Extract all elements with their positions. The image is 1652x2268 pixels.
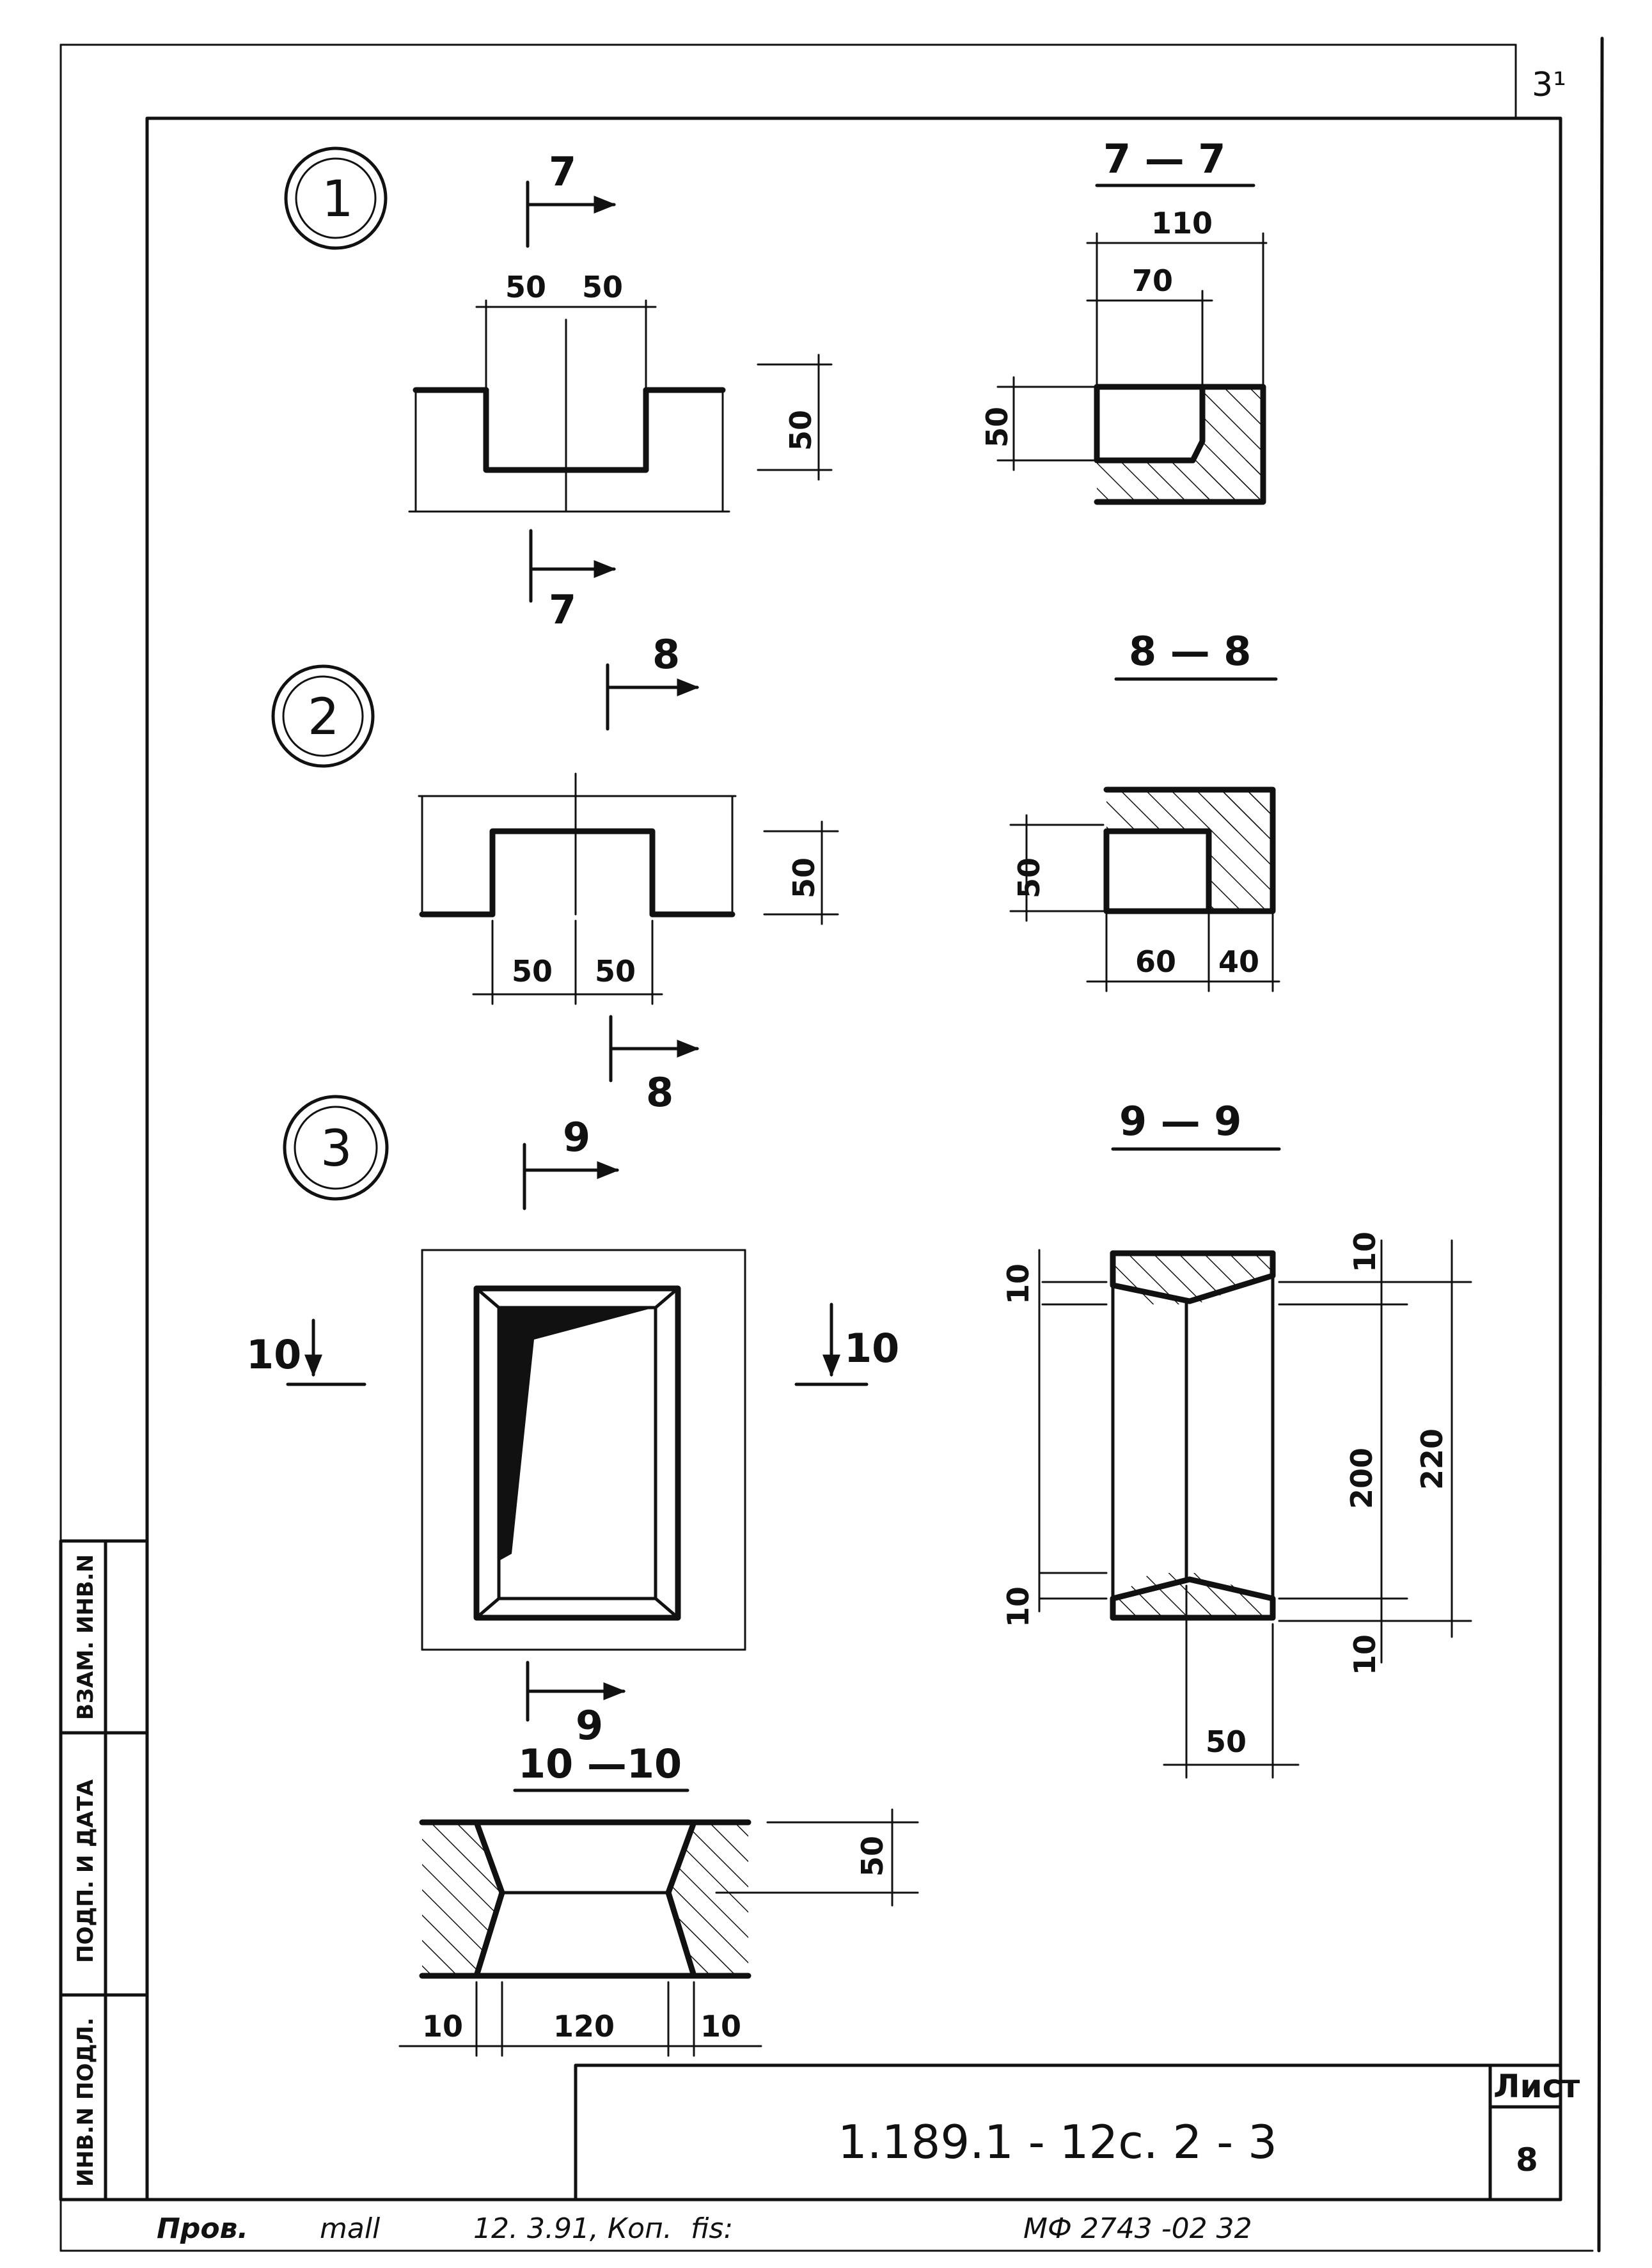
section-7-7-title: 7 — 7 (1103, 136, 1225, 182)
s77-dim-110: 110 (1151, 206, 1213, 240)
side-stamp: ИНВ.N ПОДЛ. ПОДП. И ДАТА ВЗАМ. ИНВ.N (59, 1539, 149, 2202)
title-block: 1.189.1 - 12с. 2 - 3 Лист 8 (574, 2063, 1580, 2202)
cut-8-top: 8 (652, 631, 680, 678)
section-10-10: 10 —10 50 10 120 10 (398, 1740, 919, 2057)
s99-dim-10b: 10 (1001, 1586, 1035, 1627)
section-9-9: 9 — 9 10 10 10 200 220 10 50 (1001, 1098, 1472, 1779)
designation: 1.189.1 - 12с. 2 - 3 (838, 2115, 1277, 2169)
footer-prov: Пров. (157, 2212, 248, 2245)
cut-7-top: 7 (549, 148, 576, 195)
stamp-podp-data: ПОДП. И ДАТА (73, 1779, 98, 1963)
stamp-inv-podl: ИНВ.N ПОДЛ. (73, 2017, 98, 2187)
detail-3-label: 3 (320, 1120, 352, 1178)
s88-dim-60: 60 (1135, 944, 1176, 979)
d1-dim-b: 50 (582, 270, 623, 304)
detail-3: 3 9 9 10 10 (246, 1095, 899, 1749)
section-7-7: 7 — 7 110 70 50 (980, 136, 1268, 505)
s88-dim-40: 40 (1218, 944, 1259, 979)
detail-2-label: 2 (308, 689, 340, 746)
sheet-number: 8 (1516, 2141, 1538, 2178)
s99-dim-10c: 10 (1348, 1232, 1382, 1272)
cut-9-bottom: 9 (576, 1702, 603, 1749)
cut-10-left: 10 (246, 1331, 301, 1378)
cut-10-right: 10 (844, 1325, 899, 1372)
section-10-10-title: 10 —10 (518, 1740, 682, 1787)
footer-kop-sign: fis: (691, 2212, 733, 2245)
s99-dim-200: 200 (1344, 1448, 1379, 1509)
cut-9-top: 9 (563, 1114, 590, 1161)
cut-7-bottom: 7 (549, 586, 576, 633)
s1010-dim-50: 50 (855, 1836, 890, 1877)
s1010-dim-10b: 10 (700, 2009, 741, 2044)
footer-code: МФ 2743 -02 32 (1023, 2212, 1252, 2245)
page-mark: 3¹ (1532, 66, 1566, 104)
section-9-9-title: 9 — 9 (1119, 1098, 1241, 1145)
s88-dim-50: 50 (1012, 857, 1046, 898)
s99-dim-50: 50 (1206, 1724, 1247, 1759)
sheet-frame (59, 36, 1604, 2253)
d2-dim-h: 50 (787, 857, 821, 898)
stamp-vzam-inv: ВЗАМ. ИНВ.N (73, 1554, 98, 1720)
section-8-8-title: 8 — 8 (1129, 628, 1251, 675)
s99-dim-10a: 10 (1001, 1263, 1035, 1304)
s1010-dim-120: 120 (553, 2009, 615, 2044)
d2-dim-b: 50 (595, 954, 636, 989)
detail-1-label: 1 (322, 171, 354, 228)
footer: Пров. mall 12. 3.91, Коп. fis: МФ 2743 -… (157, 2212, 1252, 2245)
detail-2: 2 8 8 50 50 50 (271, 631, 839, 1116)
sheet-label: Лист (1493, 2068, 1580, 2105)
d1-dim-h: 50 (783, 410, 818, 451)
s99-dim-10d: 10 (1348, 1634, 1382, 1675)
d1-dim-a: 50 (505, 270, 546, 304)
detail-1: 1 7 7 50 50 50 (284, 146, 833, 633)
s77-dim-50: 50 (980, 407, 1014, 448)
s77-dim-70: 70 (1132, 263, 1173, 298)
section-8-8: 8 — 8 50 60 40 (1009, 628, 1280, 992)
cut-8-bottom: 8 (646, 1069, 673, 1116)
footer-signature: mall (320, 2212, 381, 2245)
s99-dim-220: 220 (1415, 1428, 1449, 1490)
s1010-dim-10a: 10 (422, 2009, 463, 2044)
footer-date: 12. 3.91, Коп. (473, 2212, 672, 2245)
d2-dim-a: 50 (512, 954, 553, 989)
